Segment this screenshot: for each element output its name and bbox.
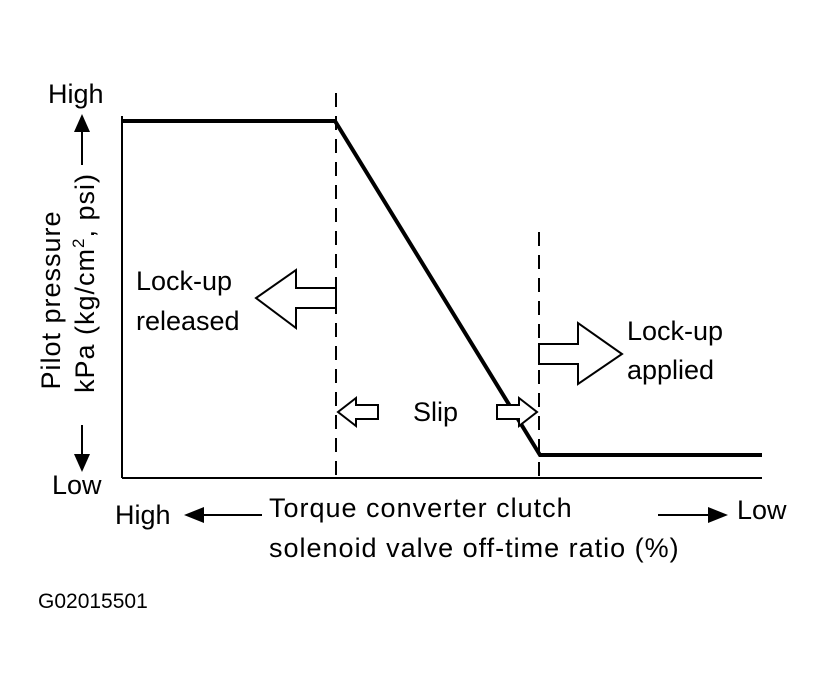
y-axis-up-arrow	[74, 114, 90, 165]
lockup-released-arrow	[254, 268, 337, 330]
x-axis-right-arrow	[658, 507, 728, 523]
y-axis-title-line1: Pilot pressure	[36, 210, 66, 389]
y-axis-title-line2: kPa (kg/cm2, psi)	[69, 173, 100, 393]
x-axis-left-arrow	[184, 507, 262, 523]
y-axis-low-label: Low	[52, 470, 102, 500]
x-axis-high-label: High	[115, 500, 171, 530]
lockup-applied-label-line2: applied	[627, 355, 714, 385]
slip-label: Slip	[413, 397, 458, 427]
x-axis-title-line1: Torque converter clutch	[269, 493, 573, 523]
y-axis-title: Pilot pressure	[36, 210, 66, 389]
pressure-curve	[122, 119, 762, 457]
y-axis-high-label: High	[48, 79, 104, 109]
lockup-released-label-line2: released	[136, 306, 240, 336]
slip-left-arrow	[336, 395, 379, 429]
y-axis-units-superscript: 2	[69, 238, 88, 248]
x-axis-title-line2: solenoid valve off-time ratio (%)	[269, 533, 680, 563]
lockup-applied-arrow	[538, 321, 624, 386]
figure-code: G02015501	[38, 590, 148, 613]
y-axis-title-units: kPa (kg/cm2, psi)	[69, 173, 100, 393]
y-axis-units-suffix: , psi)	[70, 173, 100, 238]
y-axis-down-arrow	[74, 425, 90, 472]
x-axis-low-label: Low	[737, 495, 787, 525]
y-axis-units-prefix: kPa (kg/cm	[70, 248, 100, 393]
slip-right-arrow	[496, 395, 539, 429]
lockup-released-label-line1: Lock-up	[136, 266, 232, 296]
lockup-applied-label-line1: Lock-up	[627, 316, 723, 346]
